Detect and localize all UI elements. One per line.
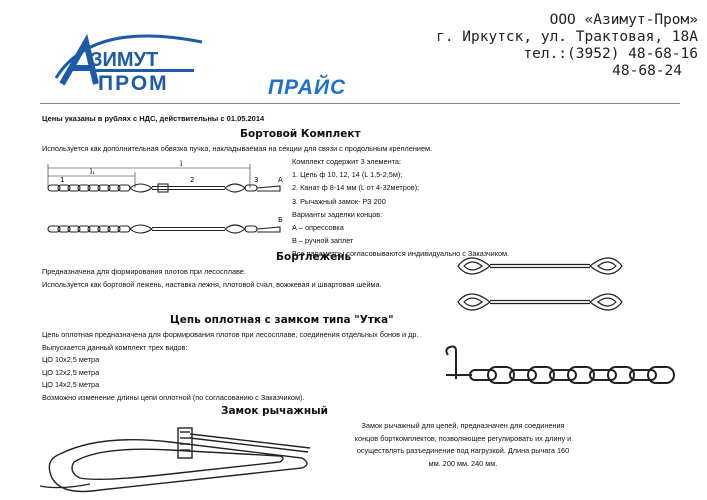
logo-a-letter [59, 33, 99, 86]
price-title: ПРАЙС [268, 76, 347, 99]
lever-lock-line: осуществлять разъединение под нагрузкой.… [356, 446, 570, 456]
bort-complect-drawing: l₁ l 1 2 3 А Б [47, 160, 283, 234]
company-logo: ЗИМУТ ПРОМ [54, 33, 203, 92]
bortlezhen-drawing [457, 257, 623, 311]
chain-utka-text: Цепь оплотная предназначена для формиров… [42, 329, 418, 405]
utka-hook [445, 345, 472, 379]
lever-lock-body [39, 427, 311, 493]
detail-line: В – ручной заплет [292, 236, 354, 246]
company-phone-2: 48-68-24 [612, 63, 682, 79]
lever-lock-drawing [39, 427, 311, 493]
chain-utka-line: Возможно изменение длины цепи оплотной (… [42, 392, 305, 402]
bortlezhen-line-1: Предназначена для формирования плотов пр… [42, 267, 246, 276]
detail-line: 2. Канат ф 8-14 мм (L от 4-32метров); [292, 183, 420, 193]
lever-lock-line: мм. 200 мм. 240 мм. [428, 458, 498, 468]
bortlezhen-text: Предназначена для формирования плотов пр… [42, 266, 382, 291]
section-title-chain-utka: Цепь оплотная с замком типа "Утка" [170, 314, 394, 326]
section-title-bortlezhen: Бортлежень [276, 251, 352, 263]
bort-complect-desc: Используется как дополнительная обвязка … [42, 144, 433, 153]
price-notice: Цены указаны в рублях с НДС, действитель… [42, 114, 265, 123]
variant-label-a: А [278, 176, 283, 184]
chain-utka-line: ЦО 12х2,5 метра [42, 367, 100, 377]
lever-lock-line: концов борткомплектов, позволяющее регул… [354, 433, 572, 443]
bortlezhen-line-2: Используется как бортовой лежень, настав… [42, 279, 382, 289]
cable-loop-bottom [457, 293, 623, 311]
bort-complect-details: Комплект содержит 3 элемента: 1. Цепь ф … [292, 155, 509, 261]
detail-line: 1. Цепь ф 10, 12, 14 (L 1,5-2,5м); [292, 170, 403, 180]
detail-line: А – опрессовка [292, 223, 344, 233]
company-info: ООО «Азимут-Пром» г. Иркутск, ул. Тракто… [378, 12, 698, 80]
detail-line: 3. Рычажный замок- РЗ 200 [292, 196, 386, 206]
chain-utka-line: ЦО 14х2,5 метра [42, 380, 100, 390]
dim-label-l1: l₁ [90, 168, 95, 176]
dim-label-l: l [180, 160, 183, 168]
chain-utka-line: Выпускается данный комплект трех видов: [42, 342, 188, 352]
chain-utka-line: Цепь оплотная предназначена для формиров… [42, 330, 419, 339]
chain-utka-drawing [445, 345, 675, 384]
company-phone: тел.:(3952) 48-68-16 [523, 46, 698, 62]
chain-assembly-b [47, 224, 281, 234]
chain-assembly-a [47, 183, 281, 193]
lever-lock-line: Замок рычажный для цепей, предназначен д… [361, 421, 565, 430]
header-divider [40, 103, 680, 104]
utka-chain [469, 366, 675, 384]
company-address: г. Иркутск, ул. Трактовая, 18А [436, 29, 698, 45]
lever-lock-text: Замок рычажный для цепей, предназначен д… [338, 420, 588, 470]
detail-line: Варианты заделки концов: [292, 209, 383, 219]
detail-line: Все параметры согласовываются индивидуал… [292, 249, 510, 259]
cable-loop-top [457, 257, 623, 275]
section-title-lever-lock: Замок рычажный [221, 405, 328, 417]
detail-line: Комплект содержит 3 элемента: [292, 157, 401, 166]
section-title-bort-complect: Бортовой Комплект [240, 128, 361, 140]
chain-utka-line: ЦО 10х2,5 метра [42, 355, 100, 365]
part-label-2: 2 [190, 176, 194, 184]
variant-label-b: Б [278, 216, 283, 224]
logo-bottom-text: ПРОМ [98, 72, 169, 92]
logo-top-text: ЗИМУТ [90, 49, 158, 71]
part-label-3: 3 [254, 176, 258, 184]
part-label-1: 1 [60, 176, 64, 184]
logo-arc [54, 34, 203, 79]
company-name: ООО «Азимут-Пром» [549, 12, 698, 28]
